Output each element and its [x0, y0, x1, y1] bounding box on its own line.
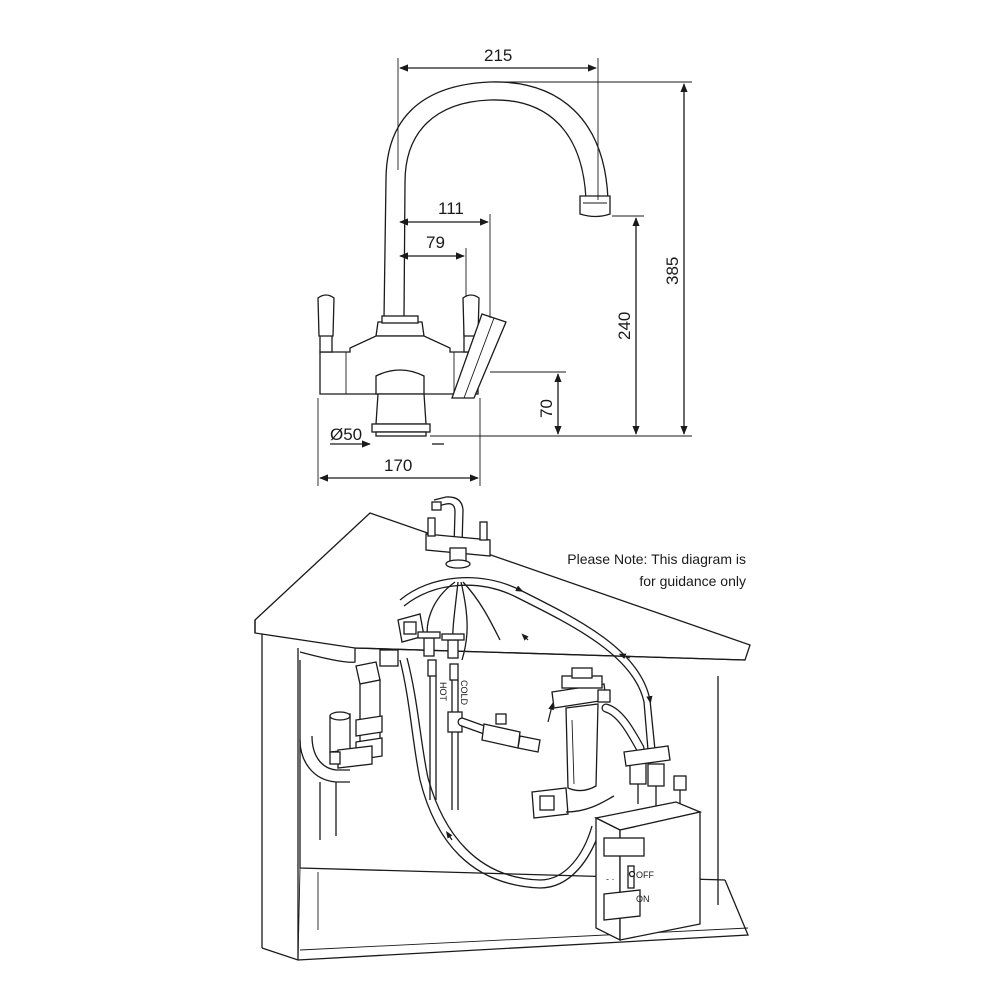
dim-width-base: 170	[384, 456, 412, 475]
svg-text:- ·: - ·	[606, 874, 615, 884]
hot-water-return-pipe	[399, 577, 656, 751]
guidance-note: Please Note: This diagram is for guidanc…	[520, 548, 746, 592]
boiler-connectors	[623, 745, 687, 808]
off-label: OFF	[636, 870, 654, 880]
water-filter	[551, 667, 611, 792]
on-label: ON	[636, 894, 650, 904]
spout-nozzle	[579, 195, 611, 218]
note-line-2: for guidance only	[639, 573, 746, 589]
cabinet-floor	[261, 879, 749, 961]
hot-label: HOT	[438, 682, 448, 702]
counter-tap	[425, 496, 491, 569]
dim-height-overall: 385	[663, 257, 682, 285]
isolation-valves	[417, 631, 465, 681]
cold-label: COLD	[459, 680, 469, 706]
tap-base-flange	[371, 423, 431, 433]
spout-collar	[375, 321, 425, 337]
spout-inner-outline	[403, 99, 587, 319]
note-line-1: Please Note: This diagram is	[567, 551, 746, 567]
boiler-tank: - · OFF ON	[594, 801, 703, 942]
left-supply-hose	[399, 659, 601, 889]
dim-reach-hot: 111	[438, 199, 464, 218]
spout-outline	[383, 81, 609, 319]
tap-elevation	[317, 81, 611, 437]
dim-height-spout: 240	[615, 312, 634, 340]
dim-height-body: 70	[537, 399, 556, 418]
dim-base-diameter: Ø50	[330, 425, 362, 444]
wall-socket	[531, 787, 615, 819]
inline-valve	[481, 723, 521, 749]
dimension-lines: 215 111 79 385 240 70 Ø50 170	[317, 46, 692, 486]
tap-body	[319, 335, 479, 395]
dim-width-overall: 215	[484, 46, 512, 65]
dim-reach-cold: 79	[426, 233, 445, 252]
installation-diagram: HOT COLD	[254, 496, 751, 961]
boiling-lever	[451, 313, 507, 399]
left-lever-handle	[317, 294, 335, 337]
waste-trap	[299, 649, 399, 840]
tap-base-column	[375, 393, 427, 425]
